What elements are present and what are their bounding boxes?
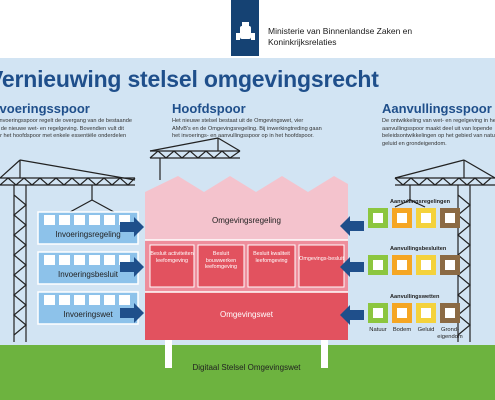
label-besluit-bouwwerken: Besluit bouwwerken leefomgeving	[204, 251, 238, 271]
ground	[0, 345, 495, 400]
ministry-name-line2: Koninkrijksrelaties	[268, 37, 337, 47]
main-building	[145, 176, 348, 340]
category-geluid: Geluid	[417, 327, 435, 333]
building-pillars	[165, 340, 328, 368]
label-omgevingsregeling: Omgevingsregeling	[212, 216, 281, 225]
center-crane	[149, 137, 241, 180]
left-floor-3	[37, 291, 139, 325]
ministry-name-line1: Ministerie van Binnenlandse Zaken en	[268, 26, 413, 36]
category-bodem: Bodem	[392, 327, 412, 333]
label-invoeringsregeling: Invoeringsregeling	[55, 230, 121, 239]
right-crane	[394, 159, 495, 342]
heading-left: Invoeringsspoor	[0, 101, 90, 116]
text-left: Het invoeringsspoor regelt de overgang v…	[0, 118, 132, 140]
government-logo	[231, 0, 259, 56]
label-besluit-activiteiten: Besluit activiteiten leefomgeving	[150, 251, 194, 264]
page-title: Vernieuwing stelsel omgevingsrecht	[0, 66, 379, 92]
heading-right: Aanvullingsspoor	[382, 101, 492, 116]
label-digitaal-stelsel: Digitaal Stelsel Omgevingswet	[192, 363, 301, 372]
label-aanvullingsbesluiten: Aanvullingsbesluiten	[390, 246, 447, 252]
text-center: Het nieuwe stelsel bestaat uit de Omgevi…	[172, 118, 322, 140]
text-right: De ontwikkeling van wet- en regelgeving …	[382, 118, 495, 147]
label-omgevingswet: Omgevingswet	[220, 310, 273, 319]
category-natuur: Natuur	[369, 327, 387, 333]
right-blocks	[368, 208, 460, 323]
label-omgevingsbesluit: Omgevings-besluit	[299, 256, 344, 262]
label-invoeringsbesluit: Invoeringsbesluit	[57, 270, 119, 279]
label-aanvullingswetten: Aanvullingswetten	[390, 294, 440, 300]
left-crane	[0, 159, 136, 342]
label-besluit-kwaliteit: Besluit kwaliteit leefomgeving	[253, 251, 290, 264]
arrows-left	[120, 217, 144, 323]
label-aanvullingsregelingen: Aanvullingsregelingen	[390, 199, 450, 205]
arrows-right	[340, 216, 364, 325]
label-invoeringswet: Invoeringswet	[63, 310, 113, 319]
category-grondeigendom: Grond-eigendom	[437, 327, 463, 340]
heading-center: Hoofdspoor	[172, 101, 246, 116]
